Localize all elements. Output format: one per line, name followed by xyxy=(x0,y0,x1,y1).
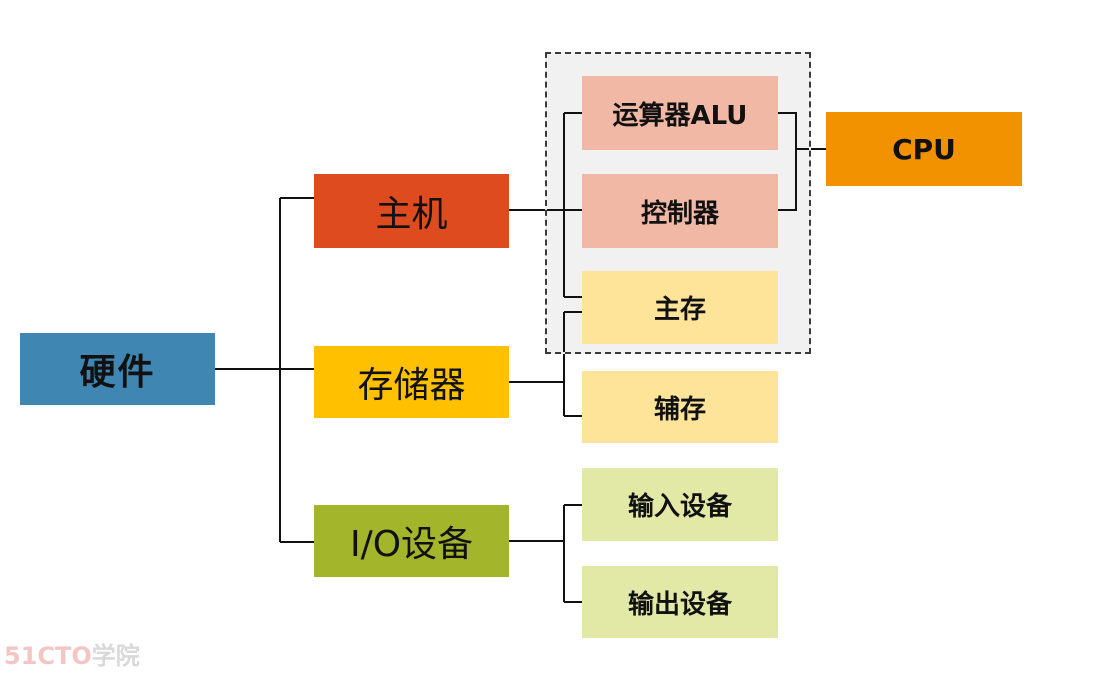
node-alu: 运算器ALU xyxy=(582,76,778,150)
node-input-device: 输入设备 xyxy=(582,468,778,541)
node-main-memory: 主存 xyxy=(582,271,778,344)
node-cpu: CPU xyxy=(826,112,1022,186)
watermark-brand: 51CTO xyxy=(4,642,92,670)
node-io-device: I/O设备 xyxy=(314,505,509,577)
node-aux-memory: 辅存 xyxy=(582,371,778,443)
node-host: 主机 xyxy=(314,174,509,248)
watermark-logo: 51CTO学院 xyxy=(4,636,140,671)
node-hardware: 硬件 xyxy=(20,333,215,405)
watermark-suffix: 学院 xyxy=(91,642,140,670)
node-storage: 存储器 xyxy=(314,346,509,418)
node-output-device: 输出设备 xyxy=(582,566,778,638)
node-controller: 控制器 xyxy=(582,174,778,248)
